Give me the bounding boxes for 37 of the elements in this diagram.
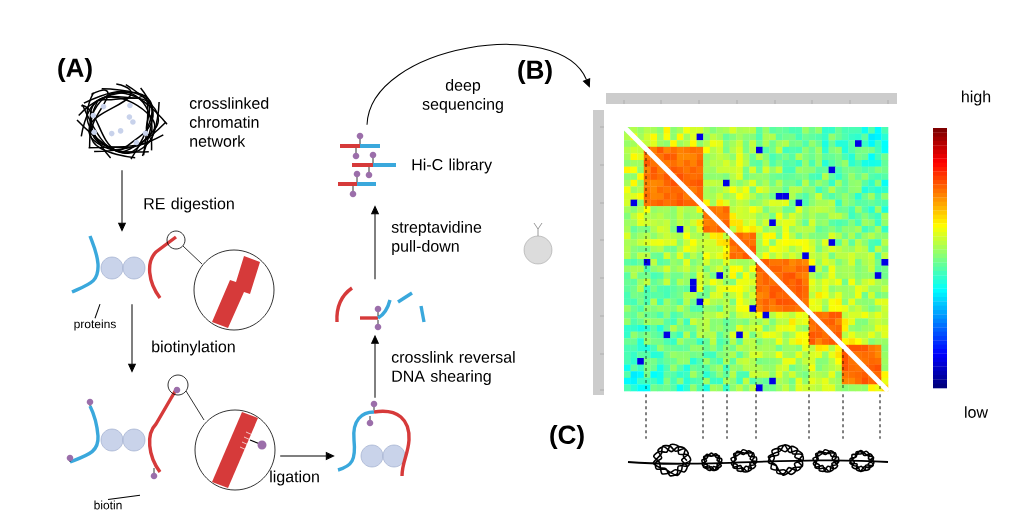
edge-label: deep sequencing xyxy=(422,79,503,113)
arrow xyxy=(118,169,126,232)
contact-heatmap-drawing xyxy=(622,125,890,393)
scale-label: low xyxy=(965,406,989,418)
guide-line xyxy=(755,393,757,440)
ligated-fragments-drawing xyxy=(337,400,411,477)
caption-text: Hi-C library xyxy=(412,158,493,174)
sheared-fragments-drawing xyxy=(335,286,426,331)
arrow xyxy=(279,452,335,460)
guide-line xyxy=(879,393,881,440)
chromatin-network-drawing xyxy=(76,83,168,160)
edge-label: ligation xyxy=(270,470,319,486)
edge-label: streptavidine pull-down xyxy=(391,221,482,255)
arrow xyxy=(371,205,379,280)
panel-label: (A) xyxy=(58,57,92,83)
dna-fragments-drawing xyxy=(71,235,177,299)
label-text: biotin xyxy=(94,500,122,510)
leader-line xyxy=(94,303,101,319)
guide-line xyxy=(702,393,704,440)
leader-line xyxy=(107,494,141,500)
caption-text: crosslinked chromatin network xyxy=(189,97,269,147)
edge-label: biotinylation xyxy=(152,340,235,356)
hi-c-library-drawing xyxy=(338,132,396,198)
arrow xyxy=(128,303,136,373)
guide-line xyxy=(726,393,728,440)
label-text: proteins xyxy=(74,319,116,331)
scale-label: high xyxy=(962,90,991,106)
edge-label: crosslink reversal DNA shearing xyxy=(391,351,515,385)
arrow xyxy=(366,44,591,126)
guide-line xyxy=(645,393,647,440)
guide-line xyxy=(808,393,810,440)
panel-label: (C) xyxy=(550,424,584,450)
edge-label: RE digestion xyxy=(144,197,234,213)
panel-label: (B) xyxy=(518,59,552,85)
chromatin-fiber-drawing xyxy=(627,443,889,477)
guide-line xyxy=(842,393,844,440)
arrow xyxy=(371,335,379,399)
